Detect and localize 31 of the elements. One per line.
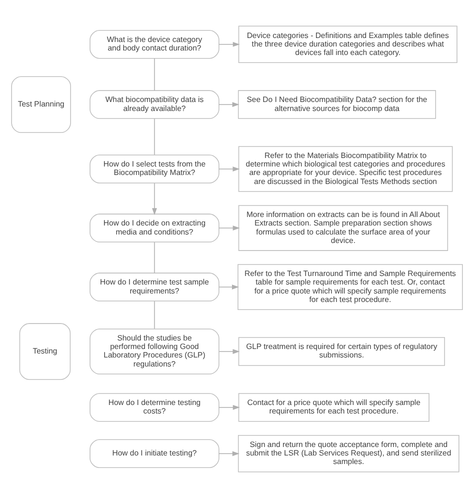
node-box: What is the device category and body contact duration? (90, 30, 220, 58)
connector (154, 118, 155, 155)
arrow (218, 41, 240, 46)
node-box: More information on extracts can be is found in All About Extracts section. Sample preparation section shows formulas used to calculate the surface area of your device. (238, 204, 448, 250)
node-box: See Do I Need Biocompatibility Data? section for the alternative sources for biocomp data (238, 90, 436, 118)
arrow (218, 225, 240, 230)
node-box: GLP treatment is required for certain types of regulatory submissions. (238, 336, 445, 366)
node-box: How do I decide on extracting media and conditions? (90, 213, 220, 242)
arrow (152, 182, 157, 215)
node-box: Device categories - Definitions and Examples table defines the three device duration categories and describes what devices fall into each category. (238, 25, 458, 62)
node-box: What biocompatibility data is already available? (90, 90, 220, 118)
node-box: How do I initiate testing? (90, 438, 220, 468)
node-box: Test Planning (11, 76, 71, 132)
connector (154, 58, 155, 90)
node-box: Testing (19, 322, 71, 380)
node-box: Sign and return the quote acceptance form, complete and submit the LSR (Lab Services Request), and send sterilized samples. (238, 434, 460, 472)
arrow (218, 450, 240, 456)
node-box: Should the studies be performed following Good Laboratory Procedures (GLP) regulations? (90, 328, 220, 374)
node-box: Contact for a price quote which will specify sample requirements for each test procedure. (238, 392, 430, 422)
node-box: How do I select tests from the Biocompatibility Matrix? (90, 154, 220, 183)
node-box: How do I determine test sample requirements? (90, 272, 220, 301)
node-box: How do I determine testing costs? (90, 392, 220, 422)
arrow (218, 166, 240, 171)
connector (154, 241, 155, 273)
node-box: Refer to the Materials Biocompatibility Matrix to determine which biological test categories and procedures are appropriate for your device. Specific test procedures are discussed in the Biological Tests Methods section (238, 146, 453, 192)
arrow (218, 102, 240, 106)
arrow (218, 348, 240, 354)
arrow (218, 284, 239, 289)
connector (154, 300, 155, 329)
arrow (218, 404, 240, 410)
node-box: Refer to the Test Turnaround Time and Sample Requirements table for sample requirements for each test. Or, contact for a price quote which will specify sample requirements for each test procedure. (238, 264, 463, 310)
